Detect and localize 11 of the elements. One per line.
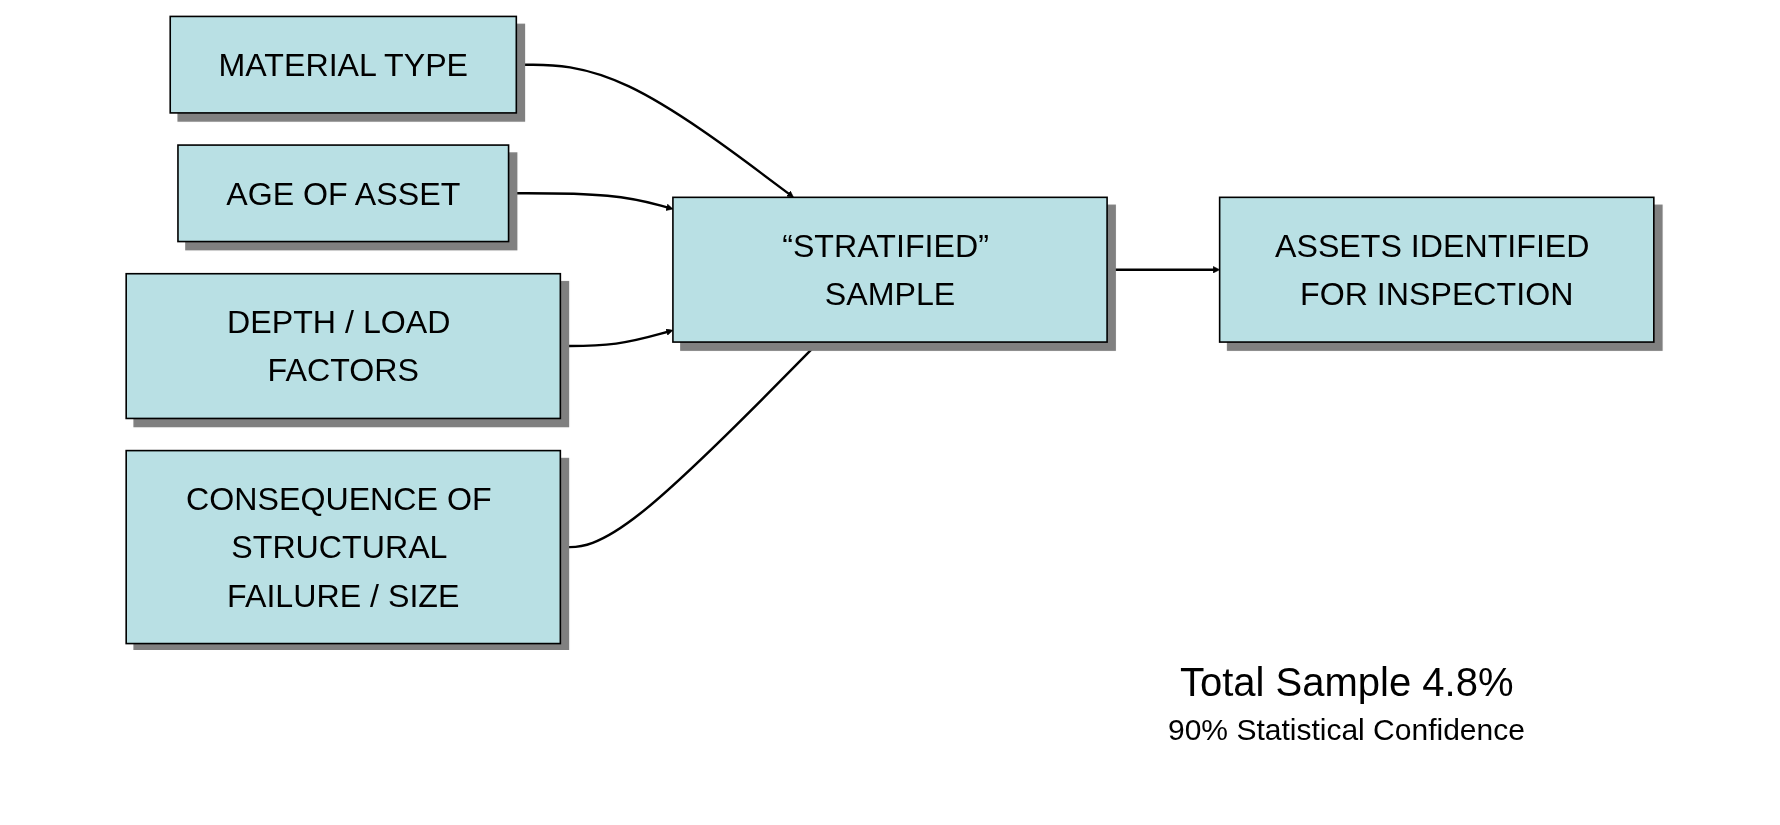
total-sample-note: Total Sample 4.8% bbox=[1180, 660, 1515, 705]
arrow bbox=[516, 63, 794, 198]
arrow bbox=[1107, 266, 1220, 274]
node-box: “STRATIFIED” SAMPLE bbox=[672, 196, 1108, 343]
confidence-note: 90% Statistical Confidence bbox=[1168, 713, 1525, 747]
node-box: MATERIAL TYPE bbox=[169, 15, 518, 114]
arrow bbox=[560, 341, 819, 549]
node-box: AGE OF ASSET bbox=[177, 144, 510, 243]
node-box: ASSETS IDENTIFIED FOR INSPECTION bbox=[1218, 196, 1655, 343]
node-box: DEPTH / LOAD FACTORS bbox=[125, 272, 562, 420]
node-box: CONSEQUENCE OF STRUCTURAL FAILURE / SIZE bbox=[125, 449, 562, 645]
